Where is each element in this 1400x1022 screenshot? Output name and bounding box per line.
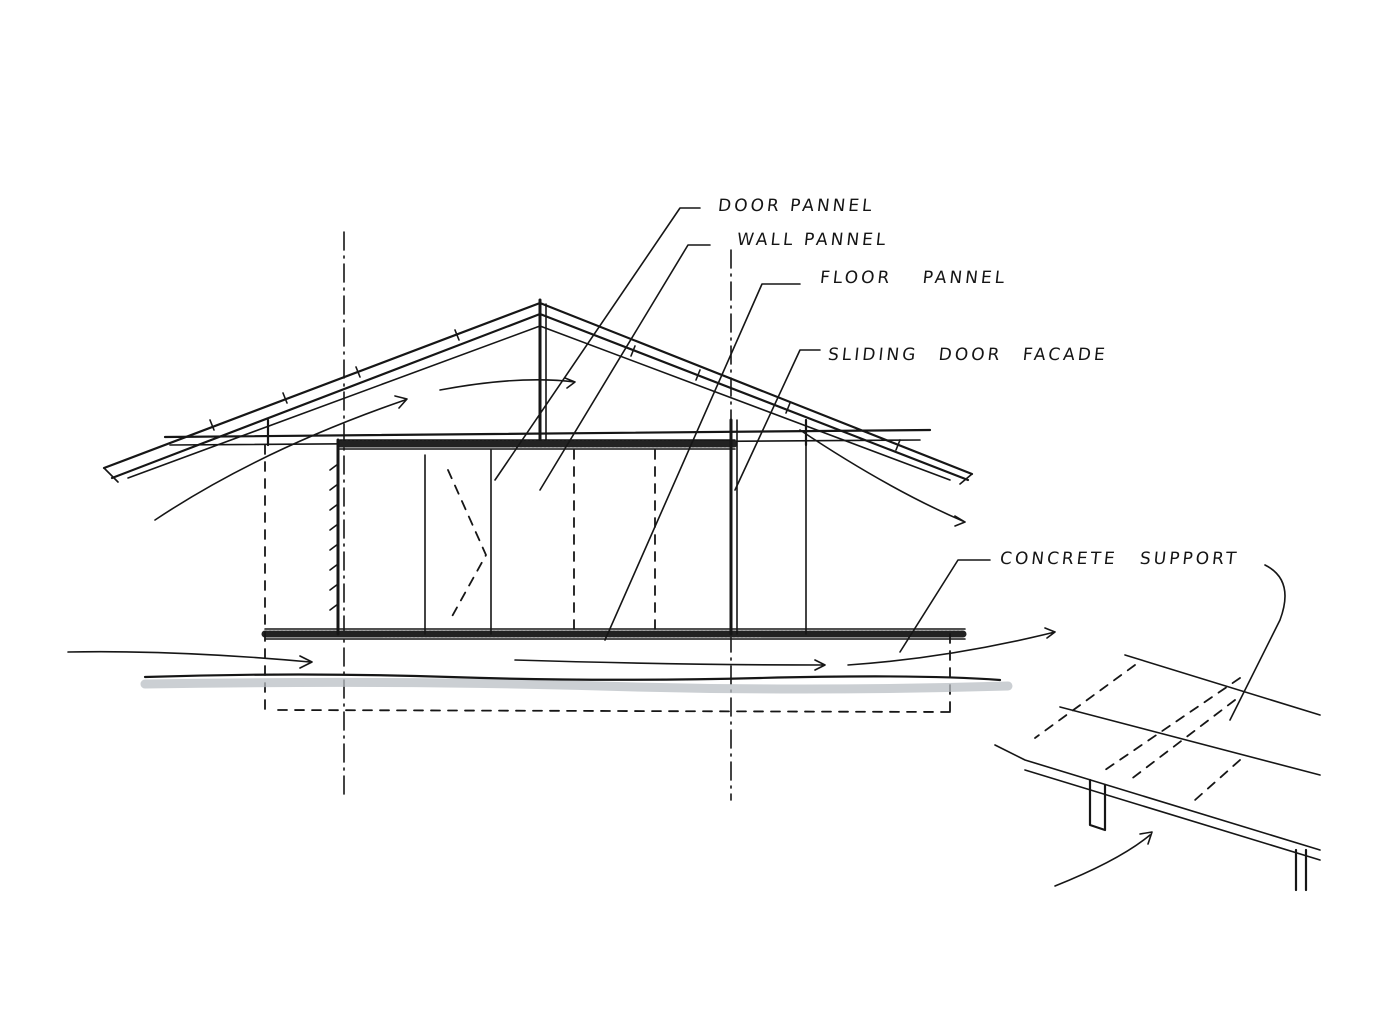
label-door-panel: Door Pannel: [716, 196, 876, 216]
gable-roof: [102, 298, 974, 485]
airflow-arrows: [67, 377, 1153, 887]
label-floor-panel: Floor Pannel: [818, 268, 1009, 288]
label-sliding-door-facade: Sliding Door Facade: [826, 345, 1109, 365]
label-wall-panel: Wall Pannel: [735, 230, 890, 250]
ground-line: [140, 677, 1013, 694]
concrete-support-detail: [994, 654, 1321, 892]
label-concrete-support: Concrete Support: [998, 549, 1241, 569]
leader-lines: [494, 207, 1286, 721]
tie-beam: [163, 428, 932, 439]
